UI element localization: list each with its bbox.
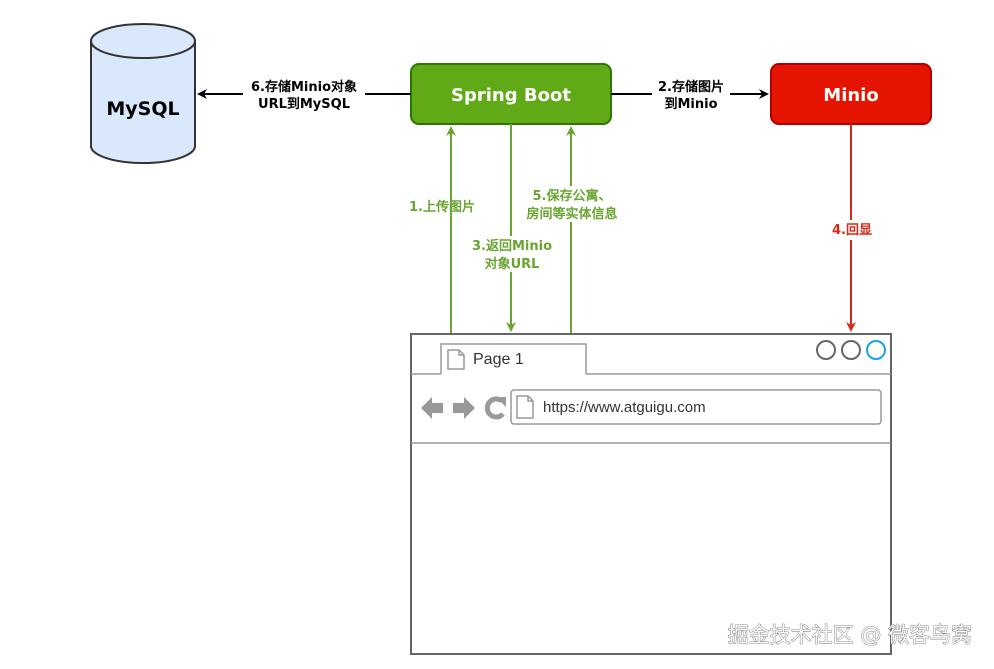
edge-6-label-line-2: URL到MySQL — [258, 97, 350, 112]
edge-3-return-object-url: 3.返回Minio 对象URL — [468, 124, 556, 332]
forward-arrow-icon[interactable] — [453, 397, 475, 419]
edge-5-label-line-1: 5.保存公寓、 — [533, 188, 612, 204]
edge-6-store-url-to-mysql: 6.存储Minio对象 URL到MySQL — [197, 76, 411, 114]
edge-1-upload-image: 1.上传图片 — [409, 126, 475, 334]
refresh-icon[interactable] — [484, 396, 506, 420]
back-arrow-icon[interactable] — [421, 397, 443, 419]
minio-node[interactable]: Minio — [770, 63, 932, 125]
mysql-database-node[interactable]: MySQL — [90, 23, 196, 164]
edge-6-label-line-1: 6.存储Minio对象 — [251, 79, 357, 95]
url-page-icon — [516, 395, 534, 419]
address-bar[interactable] — [510, 389, 882, 425]
browser-window[interactable]: Page 1 https://www.atguigu.com — [410, 333, 892, 655]
edge-2-label-line-1: 2.存储图片 — [658, 79, 724, 95]
edge-4-label: 4.回显 — [832, 223, 872, 238]
edge-2-store-image-to-minio: 2.存储图片 到Minio — [611, 76, 769, 114]
tab-label: Page 1 — [473, 351, 524, 368]
watermark: 掘金技术社区 @ 微客鸟窝 — [728, 623, 972, 647]
spring-boot-node[interactable]: Spring Boot — [410, 63, 612, 125]
spring-boot-label: Spring Boot — [451, 85, 571, 106]
edge-2-label-line-2: 到Minio — [664, 97, 717, 112]
url-text: https://www.atguigu.com — [543, 399, 706, 416]
window-control-circle-icon[interactable] — [841, 340, 861, 360]
edge-5-save-entity-info: 5.保存公寓、 房间等实体信息 — [516, 126, 628, 334]
page-icon — [447, 349, 465, 370]
edge-3-label-line-1: 3.返回Minio — [472, 239, 552, 254]
window-control-circle-icon[interactable] — [866, 340, 886, 360]
mysql-label: MySQL — [106, 98, 179, 120]
minio-label: Minio — [823, 85, 878, 106]
edge-3-label-line-2: 对象URL — [485, 256, 540, 272]
edge-1-label: 1.上传图片 — [409, 199, 475, 215]
browser-tab[interactable] — [440, 343, 587, 374]
browser-content-area[interactable] — [412, 444, 890, 653]
window-control-circle-icon[interactable] — [816, 340, 836, 360]
edge-5-label-line-2: 房间等实体信息 — [526, 206, 617, 222]
edge-4-display-image: 4.回显 — [826, 124, 878, 332]
